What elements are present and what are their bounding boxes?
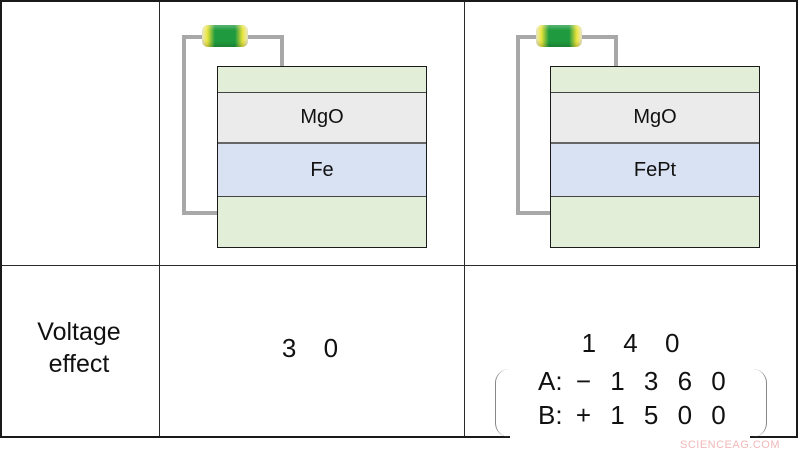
watermark: SCIENCEAG.COM: [679, 439, 780, 451]
breakdown-a: A: − 1 3 6 0: [538, 364, 758, 398]
wire-top-left: [182, 35, 204, 39]
layer-stack: MgO Fe: [217, 66, 427, 248]
fe-voltage-effect-value: 3 0: [281, 333, 349, 363]
bracket-mask: [510, 368, 750, 440]
breakdown-b-label: B:: [538, 400, 563, 430]
resistor-icon: [202, 25, 248, 47]
bottom-electrode-layer: [218, 197, 426, 247]
wire-bottom: [516, 211, 552, 215]
wire-top-right: [582, 35, 618, 39]
mgo-layer: MgO: [551, 93, 759, 144]
breakdown-b: B: + 1 5 0 0: [538, 398, 758, 432]
wire-bottom: [182, 211, 218, 215]
top-electrode-layer: [551, 67, 759, 93]
row-header-voltage-effect: Voltage effect: [0, 316, 158, 380]
comparison-table: [0, 0, 798, 438]
fept-voltage-effect-value: 1 4 0: [581, 328, 690, 358]
breakdown: A: − 1 3 6 0 B: + 1 5 0 0: [538, 364, 758, 432]
column-divider-1: [159, 2, 160, 436]
column-divider-2: [464, 2, 465, 436]
wire-right: [614, 35, 618, 67]
layer-stack: MgO FePt: [550, 66, 760, 248]
breakdown-a-label: A:: [538, 366, 563, 396]
mgo-layer: MgO: [218, 93, 426, 144]
wire-right: [280, 35, 284, 67]
fept-layer: FePt: [551, 144, 759, 197]
wire-top-right: [248, 35, 284, 39]
wire-top-left: [516, 35, 538, 39]
breakdown-a-value: − 1 3 6 0: [575, 366, 732, 396]
breakdown-bracket: [495, 369, 767, 437]
top-electrode-layer: [218, 67, 426, 93]
row-divider: [2, 265, 796, 266]
bottom-electrode-layer: [551, 197, 759, 247]
wire-left: [182, 35, 186, 215]
fe-layer: Fe: [218, 144, 426, 197]
resistor-icon: [536, 25, 582, 47]
row-header-line-2: effect: [48, 350, 110, 378]
wire-left: [516, 35, 520, 215]
breakdown-b-value: + 1 5 0 0: [575, 400, 732, 430]
row-header-line-1: Voltage: [37, 318, 121, 346]
